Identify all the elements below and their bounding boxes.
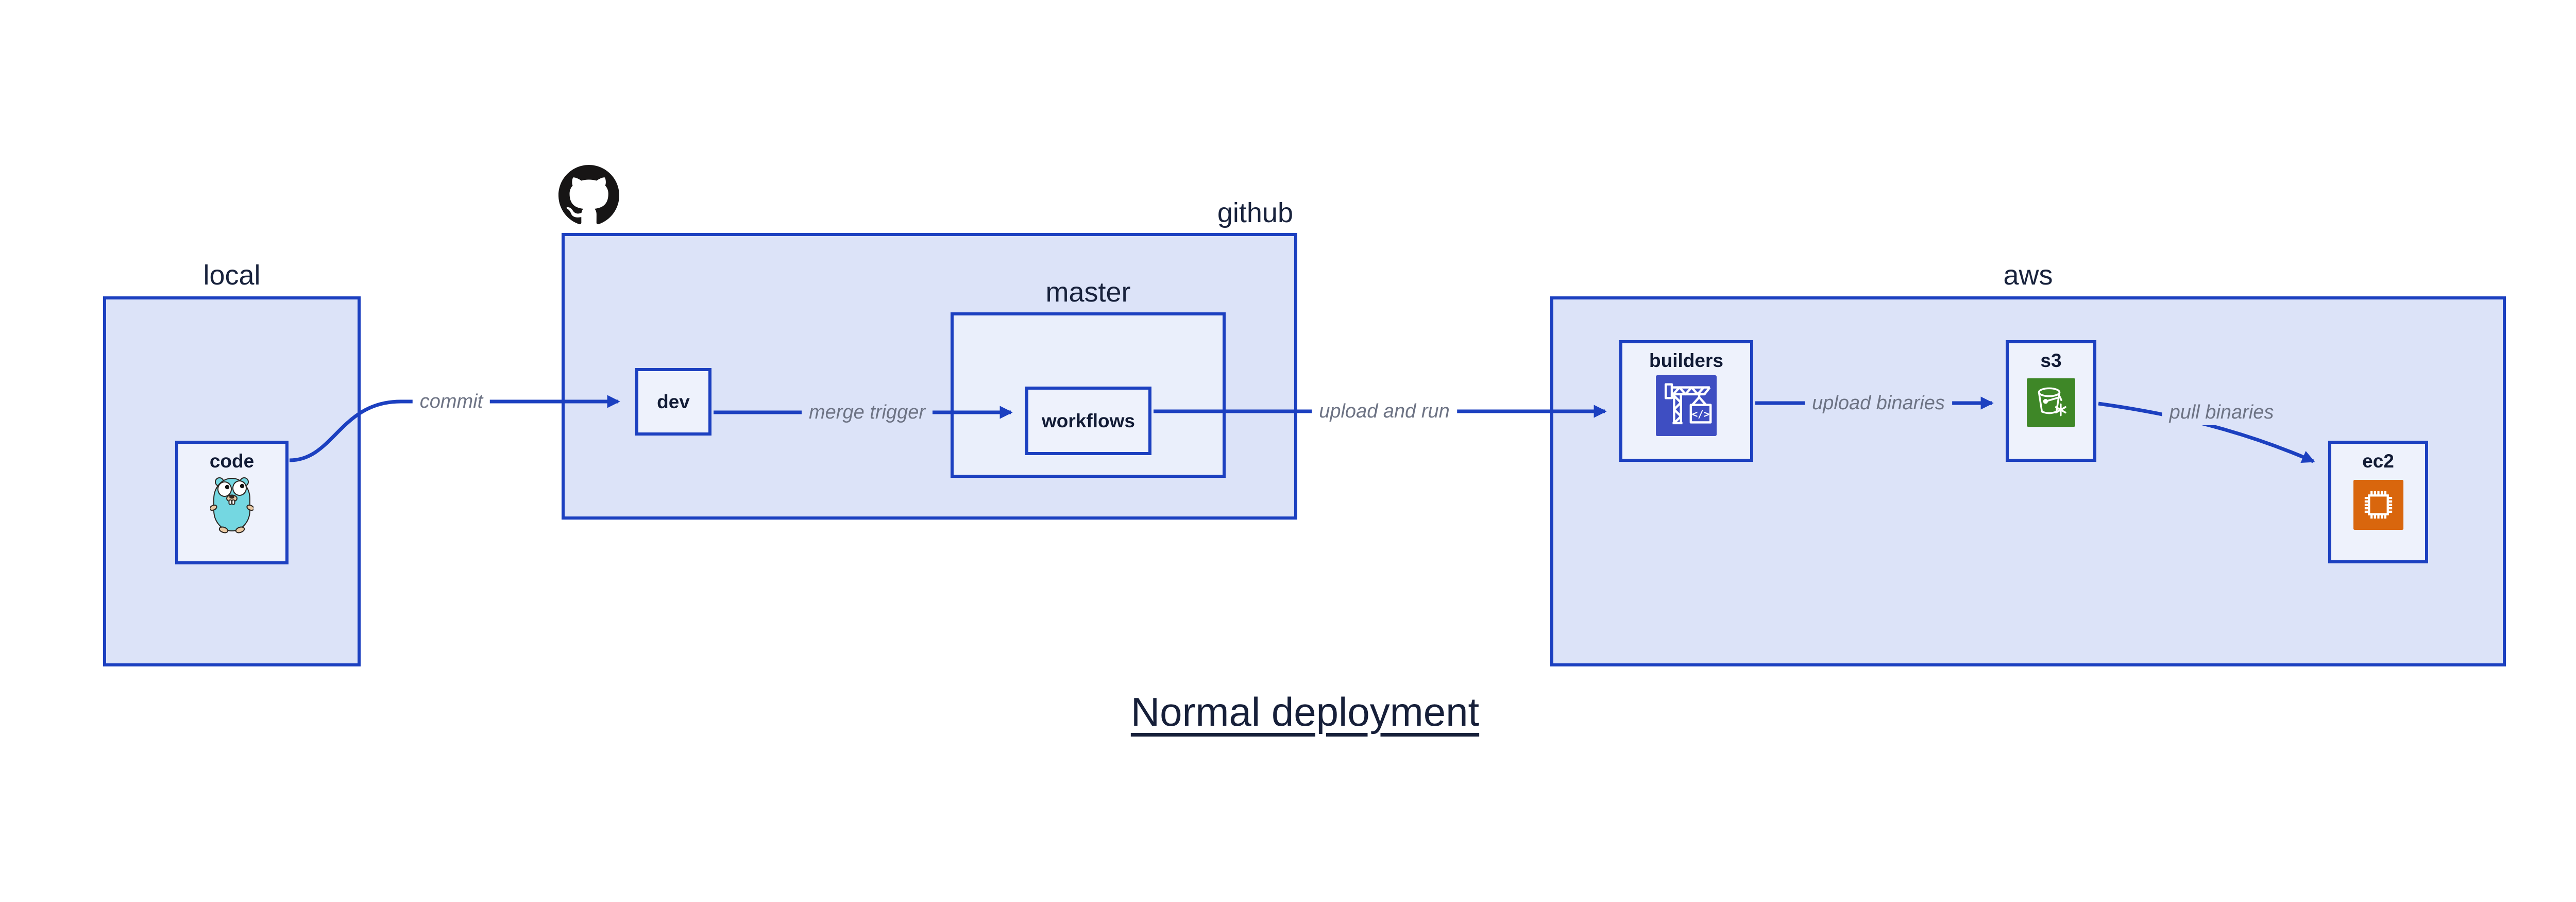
group-label-local: local (203, 260, 261, 291)
edge-label-upload-and-run: upload and run (1312, 398, 1457, 424)
node-label-code: code (209, 450, 255, 472)
go-gopher-icon (210, 477, 253, 533)
edge-label-pull-binaries: pull binaries (2162, 399, 2281, 425)
edge-label-commit: commit (412, 389, 490, 414)
aws-s3-bucket-icon (2027, 378, 2075, 427)
diagram-title: Normal deployment (1130, 689, 1480, 734)
group-label-aws: aws (2003, 260, 2053, 291)
node-code: code (175, 441, 289, 564)
node-label-ec2: ec2 (2362, 450, 2394, 472)
node-ec2: ec2 (2328, 441, 2428, 563)
svg-text:</>: </> (1692, 408, 1710, 420)
edge-label-upload-binaries: upload binaries (1805, 390, 1952, 416)
group-label-master: master (1045, 277, 1131, 308)
github-logo-icon (558, 165, 619, 225)
node-label-workflows: workflows (1042, 410, 1135, 431)
node-dev: dev (635, 368, 711, 436)
node-label-builders: builders (1649, 350, 1723, 371)
group-label-github: github (1217, 197, 1293, 228)
node-builders: builders </> (1619, 340, 1753, 462)
node-label-dev: dev (657, 391, 690, 412)
node-workflows: workflows (1025, 387, 1151, 455)
node-s3: s3 (2006, 340, 2096, 462)
node-label-s3: s3 (2040, 350, 2062, 371)
edge-label-merge-trigger: merge trigger (802, 399, 933, 425)
aws-codebuild-crane-icon: </> (1656, 375, 1717, 436)
aws-ec2-chip-icon (2353, 480, 2403, 530)
